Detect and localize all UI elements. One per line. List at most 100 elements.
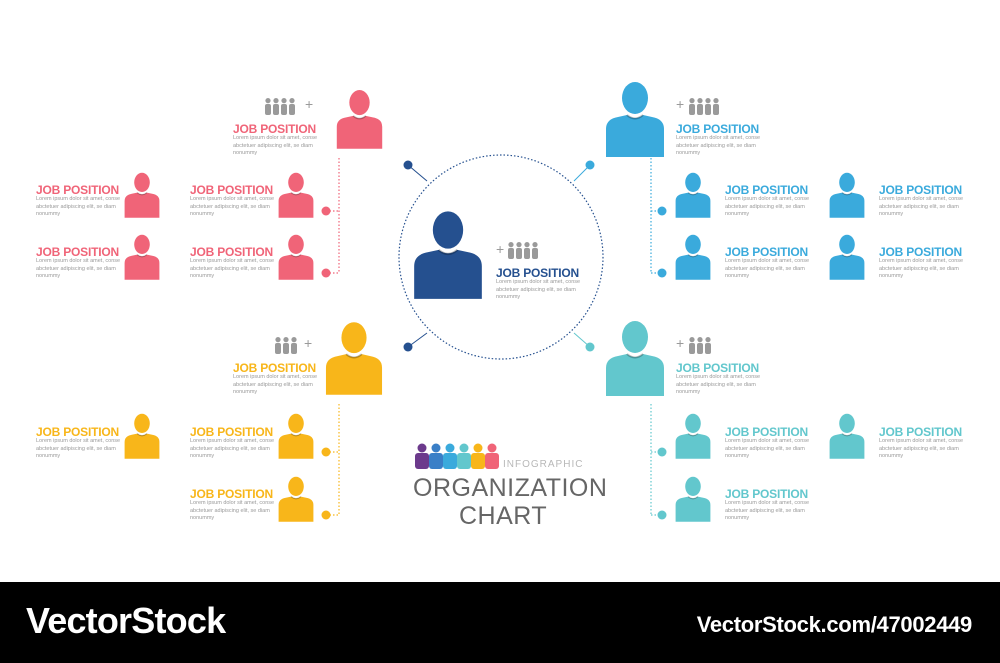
teal-member-person-icon xyxy=(829,413,865,464)
connector-dot xyxy=(403,342,413,352)
red-member-person-icon xyxy=(124,172,160,223)
yellow-member-position-title: JOB POSITION xyxy=(36,425,119,439)
connector-dot xyxy=(321,447,331,457)
teal-member-position-description: Lorem ipsum dolor sit amet, conse abctet… xyxy=(725,438,810,459)
yellow-member-position-title: JOB POSITION xyxy=(190,487,273,501)
red-member-position-title: JOB POSITION xyxy=(190,183,273,197)
chart-title-line1: ORGANIZATION xyxy=(413,474,608,502)
person-icon xyxy=(606,321,664,396)
team-logo-icon xyxy=(415,443,499,474)
brand-logo-text: VectorStock xyxy=(26,600,226,641)
person-icon xyxy=(414,211,482,299)
connector-dot xyxy=(321,510,331,520)
yellow-member-position-description: Lorem ipsum dolor sit amet, conse abctet… xyxy=(36,438,121,459)
yellow-member-position-description: Lorem ipsum dolor sit amet, conse abctet… xyxy=(190,500,275,521)
plus-icon: + xyxy=(676,335,685,351)
teal-head-position-title: JOB POSITION xyxy=(676,361,759,375)
blue-member-position-title: JOB POSITION xyxy=(725,183,808,197)
connector-dot xyxy=(585,342,595,352)
person-icon xyxy=(124,413,160,459)
red-member-position-title: JOB POSITION xyxy=(190,245,273,259)
connector-dot xyxy=(657,510,667,520)
teal-member-position-title: JOB POSITION xyxy=(725,425,808,439)
person-icon xyxy=(278,476,314,522)
yellow-member-person-icon xyxy=(124,413,160,464)
person-icon xyxy=(278,172,314,218)
person-icon xyxy=(675,413,711,459)
teal-member-position-title: JOB POSITION xyxy=(725,487,808,501)
team-icon xyxy=(689,337,713,360)
team-icon xyxy=(508,242,540,265)
red-member-position-description: Lorem ipsum dolor sit amet, conse abctet… xyxy=(190,258,275,279)
team-icon xyxy=(275,337,299,360)
person-icon xyxy=(606,82,664,157)
connector-dot xyxy=(657,268,667,278)
team-icon xyxy=(265,98,297,121)
red-member-position-description: Lorem ipsum dolor sit amet, conse abctet… xyxy=(190,196,275,217)
blue-head-position-title: JOB POSITION xyxy=(676,122,759,136)
person-icon xyxy=(829,172,865,218)
person-icon xyxy=(336,90,383,149)
team-icon xyxy=(689,98,721,121)
person-icon xyxy=(829,234,865,280)
blue-member-person-icon xyxy=(829,234,865,285)
person-icon xyxy=(124,172,160,218)
person-icon xyxy=(829,413,865,459)
blue-head-position-description: Lorem ipsum dolor sit amet, conse abctet… xyxy=(676,135,761,156)
person-icon xyxy=(325,322,383,395)
blue-member-person-icon xyxy=(829,172,865,223)
connector-dot xyxy=(321,206,331,216)
yellow-member-position-description: Lorem ipsum dolor sit amet, conse abctet… xyxy=(190,438,275,459)
yellow-member-person-icon xyxy=(278,413,314,464)
blue-member-position-description: Lorem ipsum dolor sit amet, conse abctet… xyxy=(725,196,810,217)
blue-member-position-title: JOB POSITION xyxy=(879,245,962,259)
red-member-position-description: Lorem ipsum dolor sit amet, conse abctet… xyxy=(36,258,121,279)
person-icon xyxy=(675,234,711,280)
blue-member-position-description: Lorem ipsum dolor sit amet, conse abctet… xyxy=(725,258,810,279)
plus-icon: + xyxy=(305,96,314,112)
yellow-head-position-description: Lorem ipsum dolor sit amet, conse abctet… xyxy=(233,374,318,395)
person-icon xyxy=(675,172,711,218)
red-member-position-description: Lorem ipsum dolor sit amet, conse abctet… xyxy=(36,196,121,217)
teal-member-position-description: Lorem ipsum dolor sit amet, conse abctet… xyxy=(879,438,964,459)
person-icon xyxy=(278,234,314,280)
teal-head-position-description: Lorem ipsum dolor sit amet, conse abctet… xyxy=(676,374,761,395)
person-icon xyxy=(124,234,160,280)
red-member-position-title: JOB POSITION xyxy=(36,245,119,259)
center-position-description: Lorem ipsum dolor sit amet, conse abctet… xyxy=(496,279,581,300)
infographic-label: INFOGRAPHIC xyxy=(503,459,584,470)
red-member-position-title: JOB POSITION xyxy=(36,183,119,197)
plus-icon: + xyxy=(304,335,313,351)
red-head-position-title: JOB POSITION xyxy=(233,122,316,136)
yellow-member-person-icon xyxy=(278,476,314,527)
connector-dot xyxy=(321,268,331,278)
yellow-head-person-icon xyxy=(325,320,383,401)
teal-member-person-icon xyxy=(675,413,711,464)
teal-head-person-icon xyxy=(605,320,665,401)
red-member-person-icon xyxy=(278,234,314,285)
teal-member-position-title: JOB POSITION xyxy=(879,425,962,439)
center-position-title: JOB POSITION xyxy=(496,266,579,280)
person-icon xyxy=(278,413,314,459)
blue-member-position-title: JOB POSITION xyxy=(879,183,962,197)
connector-dot xyxy=(657,206,667,216)
connector-dot xyxy=(585,160,595,170)
blue-member-position-description: Lorem ipsum dolor sit amet, conse abctet… xyxy=(879,258,964,279)
blue-member-position-description: Lorem ipsum dolor sit amet, conse abctet… xyxy=(879,196,964,217)
red-member-person-icon xyxy=(278,172,314,223)
plus-icon: + xyxy=(676,96,685,112)
yellow-head-position-title: JOB POSITION xyxy=(233,361,316,375)
red-head-position-description: Lorem ipsum dolor sit amet, conse abctet… xyxy=(233,135,318,156)
blue-member-position-title: JOB POSITION xyxy=(725,245,808,259)
connector-dot xyxy=(403,160,413,170)
teal-member-person-icon xyxy=(675,476,711,527)
blue-member-person-icon xyxy=(675,172,711,223)
red-head-person-icon xyxy=(336,81,383,162)
center-ring xyxy=(398,154,604,360)
watermark-footer: VectorStock VectorStock.com/47002449 xyxy=(0,582,1000,663)
red-member-person-icon xyxy=(124,234,160,285)
image-credit: VectorStock.com/47002449 xyxy=(696,612,973,637)
plus-icon: + xyxy=(496,241,505,257)
teal-member-position-description: Lorem ipsum dolor sit amet, conse abctet… xyxy=(725,500,810,521)
